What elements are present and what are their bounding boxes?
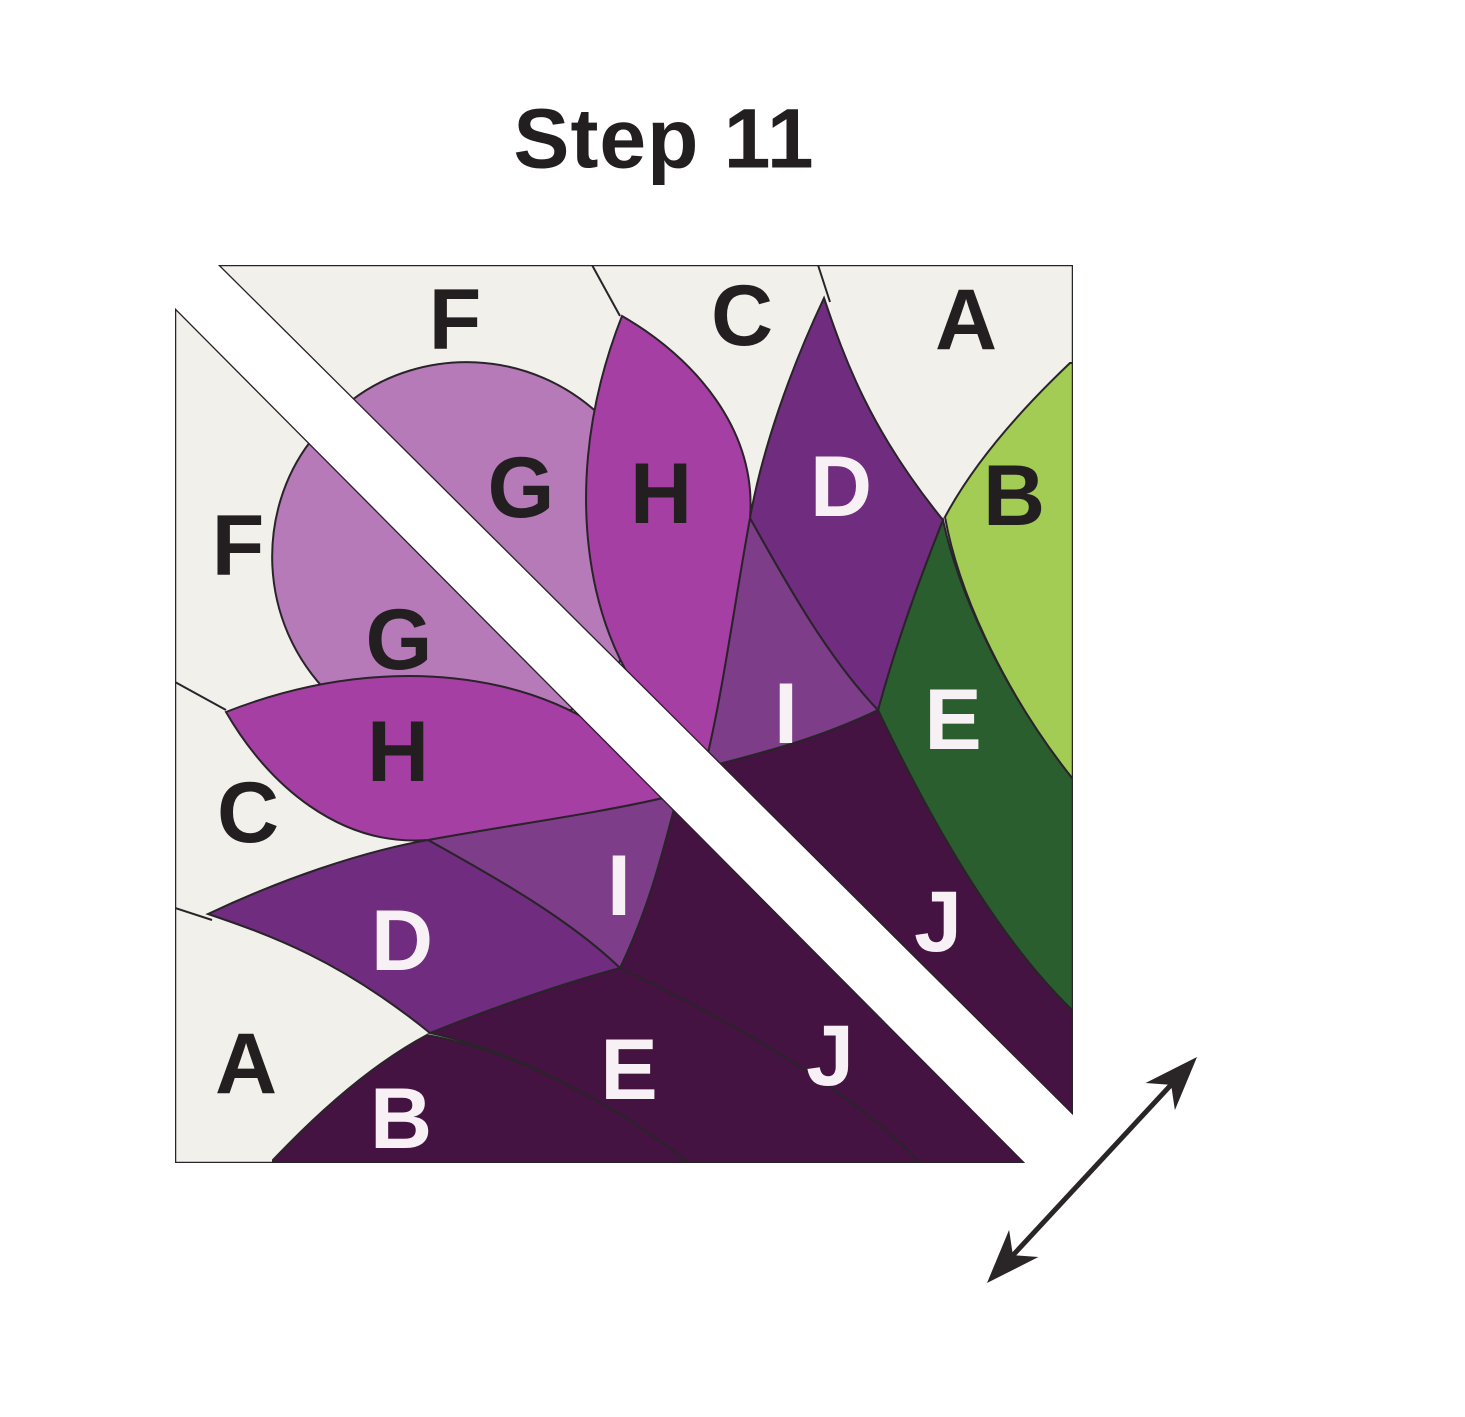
step-title: Step 11 bbox=[513, 91, 815, 186]
arrowhead-ne-icon bbox=[1145, 1057, 1197, 1111]
arrowhead-sw-icon bbox=[987, 1229, 1039, 1283]
arrow-shaft bbox=[1001, 1071, 1184, 1268]
seam-direction-arrow-icon bbox=[987, 1057, 1197, 1283]
